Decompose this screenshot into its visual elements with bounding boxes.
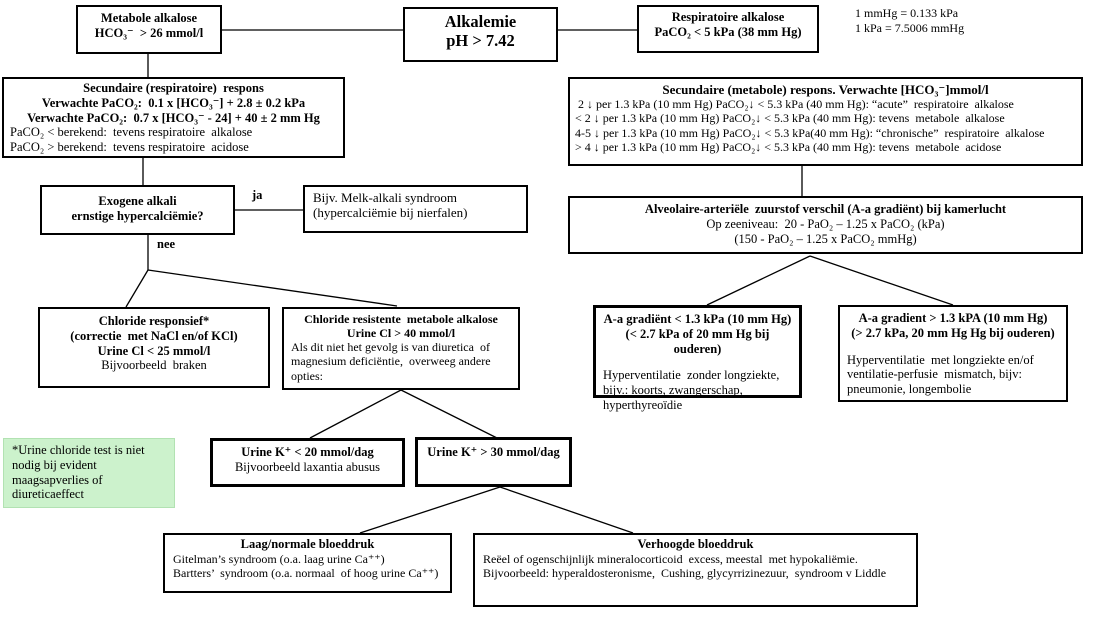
- verhoogd-line1: Reëel of ogenschijnlijk mineralocorticoi…: [483, 551, 858, 566]
- melk-line1: Bijv. Melk-alkali syndroom: [313, 190, 457, 205]
- edge-label-nee: nee: [157, 237, 176, 251]
- box-aa-gradient-laag: A-a gradiënt < 1.3 kPa (10 mm Hg) (< 2.7…: [593, 305, 802, 412]
- connector: [400, 389, 498, 439]
- aa-hoog-body: Hyperventilatie met longziekte en/of ven…: [847, 352, 1037, 397]
- alveolaire-title: Alveolaire-arteriële zuurstof verschil (…: [644, 202, 1007, 216]
- box-urine-k-hoog: Urine K⁺ > 30 mmol/dag: [415, 437, 572, 487]
- urine-note-line4: diureticaeffect: [12, 487, 84, 502]
- urine-chloride-note: *Urine chloride test is niet nodig bij e…: [3, 438, 175, 508]
- urine-note-line1: *Urine chloride test is niet: [12, 443, 145, 457]
- edge-label-ja: ja: [252, 188, 263, 202]
- spacer: [603, 356, 792, 368]
- connector: [499, 486, 634, 534]
- chl-resp-line2: (correctie met NaCl en/of KCl): [70, 328, 238, 343]
- alveolaire-line1: Op zeeniveau: 20 - PaO₂ – 1.25 x PaCO₂ (…: [706, 216, 945, 231]
- box-secundaire-respiratoire-respons: Secundaire (respiratoire) respons Verwac…: [2, 77, 345, 158]
- connector: [359, 486, 501, 534]
- chl-res-body: Als dit niet het gevolg is van diuretica…: [291, 340, 494, 383]
- sec-met-row: < 2 ↓ per 1.3 kPa (10 mm Hg) PaCO₂↓ < 5.…: [575, 111, 1005, 126]
- connector: [706, 255, 811, 306]
- chl-res-line2: Urine Cl > 40 mmol/l: [346, 326, 456, 341]
- connector: [309, 389, 402, 439]
- sec-met-rows: 2 ↓ per 1.3 kPa (10 mm Hg) PaCO₂↓ < 5.3 …: [575, 97, 1076, 154]
- conversion-line1: 1 mmHg = 0.133 kPa: [855, 6, 959, 20]
- chl-res-line1: Chloride resistente metabole alkalose: [304, 312, 498, 326]
- sec-met-row: 2 ↓ per 1.3 kPa (10 mm Hg) PaCO₂↓ < 5.3 …: [575, 97, 1014, 112]
- melk-line2: (hypercalciëmie bij nierfalen): [313, 205, 468, 221]
- aa-hoog-line2: (> 2.7 kPa, 20 mm Hg Hg bij ouderen): [851, 325, 1055, 340]
- aa-laag-line1: A-a gradiënt < 1.3 kPa (10 mm Hg): [603, 312, 792, 326]
- alkalemie-line2: pH > 7.42: [446, 31, 515, 51]
- box-chloride-responsief: Chloride responsief* (correctie met NaCl…: [38, 307, 270, 388]
- box-laag-normale-bloeddruk: Laag/normale bloeddruk Gitelman’s syndro…: [163, 533, 452, 593]
- exogene-line2: ernstige hypercalciëmie?: [71, 208, 204, 223]
- sec-resp-note1: PaCO₂ < berekend: tevens respiratoire al…: [10, 125, 253, 140]
- metabole-line2: HCO₃⁻ > 26 mmol/l: [94, 25, 204, 40]
- connector: [147, 269, 398, 307]
- urine-note-line3: maagsapverlies of: [12, 472, 103, 487]
- box-alveolaire-gradient: Alveolaire-arteriële zuurstof verschil (…: [568, 196, 1083, 254]
- box-secundaire-metabole-respons: Secundaire (metabole) respons. Verwachte…: [568, 77, 1083, 166]
- verhoogd-title: Verhoogde bloeddruk: [637, 537, 754, 551]
- sec-met-title: Secundaire (metabole) respons. Verwachte…: [662, 82, 989, 97]
- chl-resp-line4: Bijvoorbeeld braken: [101, 358, 207, 373]
- respiratoire-line1: Respiratoire alkalose: [671, 10, 785, 24]
- respiratoire-line2: PaCO₂ < 5 kPa (38 mm Hg): [654, 24, 802, 39]
- alkalemie-line1: Alkalemie: [444, 12, 517, 31]
- sec-met-row: > 4 ↓ per 1.3 kPa (10 mm Hg) PaCO₂↓ < 5.…: [575, 139, 1002, 154]
- box-verhoogde-bloeddruk: Verhoogde bloeddruk Reëel of ogenschijnl…: [473, 533, 918, 607]
- alveolaire-line2: (150 - PaO₂ – 1.25 x PaCO₂ mmHg): [734, 231, 917, 246]
- connector: [809, 255, 954, 306]
- uk-hoog-line1: Urine K⁺ > 30 mmol/dag: [427, 445, 560, 459]
- unit-conversion-note: 1 mmHg = 0.133 kPa 1 kPa = 7.5006 mmHg: [855, 6, 964, 36]
- box-chloride-resistent: Chloride resistente metabole alkalose Ur…: [282, 307, 520, 390]
- sec-resp-formula2: Verwachte PaCO₂: 0.7 x [HCO₃⁻ - 24] + 40…: [27, 110, 320, 125]
- laag-title: Laag/normale bloeddruk: [240, 537, 375, 551]
- box-aa-gradient-hoog: A-a gradient > 1.3 kPA (10 mm Hg) (> 2.7…: [838, 305, 1068, 402]
- box-metabole-alkalose: Metabole alkalose HCO₃⁻ > 26 mmol/l: [76, 5, 222, 54]
- box-exogene-alkali: Exogene alkali ernstige hypercalciëmie?: [40, 185, 235, 235]
- box-respiratoire-alkalose: Respiratoire alkalose PaCO₂ < 5 kPa (38 …: [637, 5, 819, 53]
- laag-line2: Bartters’ syndroom (o.a. normaal of hoog…: [173, 565, 439, 580]
- laag-line1: Gitelman’s syndroom (o.a. laag urine Ca⁺…: [173, 551, 385, 566]
- sec-met-row: 4-5 ↓ per 1.3 kPa (10 mm Hg) PaCO₂↓ < 5.…: [575, 125, 1045, 140]
- uk-laag-line1: Urine K⁺ < 20 mmol/dag: [241, 445, 374, 459]
- urine-note-line2: nodig bij evident: [12, 457, 97, 472]
- aa-hoog-line1: A-a gradient > 1.3 kPA (10 mm Hg): [858, 311, 1048, 325]
- aa-laag-line2: (< 2.7 kPa of 20 mm Hg bij ouderen): [625, 326, 773, 356]
- chl-resp-line3: Urine Cl < 25 mmol/l: [97, 343, 211, 358]
- box-urine-k-laag: Urine K⁺ < 20 mmol/dag Bijvoorbeeld laxa…: [210, 438, 405, 487]
- chl-resp-line1: Chloride responsief*: [98, 314, 210, 328]
- sec-resp-formula1: Verwachte PaCO₂: 0.1 x [HCO₃⁻] + 2.8 ± 0…: [41, 95, 306, 110]
- box-alkalemie: Alkalemie pH > 7.42: [403, 7, 558, 62]
- uk-laag-line2: Bijvoorbeeld laxantia abusus: [234, 459, 381, 474]
- exogene-line1: Exogene alkali: [98, 194, 177, 208]
- connector: [125, 269, 149, 308]
- aa-laag-body: Hyperventilatie zonder longziekte, bijv.…: [603, 368, 783, 412]
- box-melk-alkali-syndroom: Bijv. Melk-alkali syndroom (hypercalciëm…: [303, 185, 528, 233]
- sec-resp-note2: PaCO₂ > berekend: tevens respiratoire ac…: [10, 140, 249, 154]
- spacer: [847, 341, 1059, 353]
- conversion-line2: 1 kPa = 7.5006 mmHg: [855, 21, 965, 35]
- metabole-line1: Metabole alkalose: [100, 11, 198, 25]
- sec-resp-title: Secundaire (respiratoire) respons: [83, 81, 264, 95]
- verhoogd-line2: Bijvoorbeeld: hyperaldosteronisme, Cushi…: [483, 565, 887, 580]
